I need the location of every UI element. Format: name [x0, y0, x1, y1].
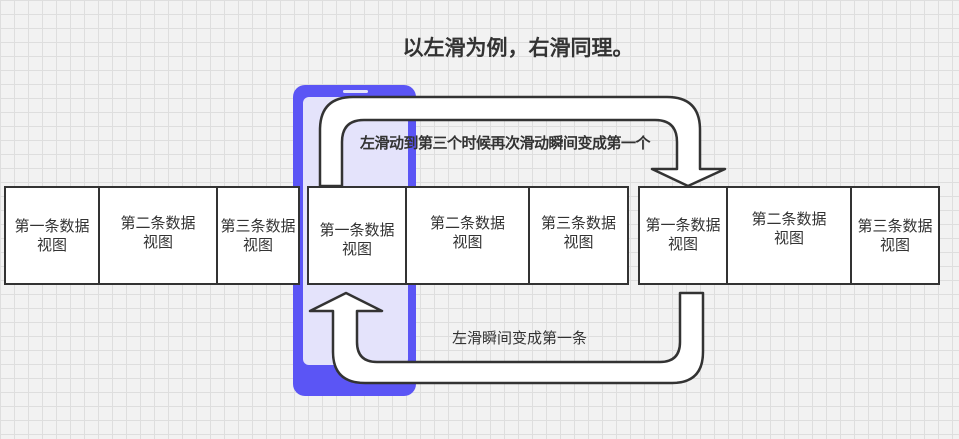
box-label: 第一条数据 视图: [645, 216, 721, 253]
diagram-title: 以左滑为例，右滑同理。: [402, 36, 634, 60]
box-label: 第二条数据 视图: [751, 210, 827, 247]
box-label: 第三条数据 视图: [540, 214, 616, 251]
data-view-box: 第三条数据 视图: [528, 186, 629, 285]
box-label: 第一条数据 视图: [14, 216, 90, 254]
data-view-box: 第一条数据 视图: [307, 186, 407, 285]
top-arrow-label: 左滑动到第三个时候再次滑动瞬间变成第一个: [360, 134, 651, 152]
data-view-box: 第二条数据 视图: [405, 186, 530, 285]
data-view-box: 第三条数据 视图: [216, 186, 300, 285]
data-view-box: 第二条数据 视图: [98, 186, 218, 285]
box-label: 第三条数据 视图: [220, 216, 296, 254]
loop-arrow-bottom: [308, 291, 705, 385]
box-label: 第一条数据 视图: [319, 220, 395, 258]
data-view-box: 第二条数据 视图: [726, 186, 852, 285]
data-view-box: 第一条数据 视图: [638, 186, 728, 285]
box-label: 第三条数据 视图: [857, 216, 933, 254]
phone-speaker: [343, 90, 368, 93]
loop-arrow-top: [318, 95, 727, 188]
data-view-box: 第一条数据 视图: [4, 186, 100, 285]
box-label: 第二条数据 视图: [429, 214, 505, 251]
data-view-box: 第三条数据 视图: [850, 186, 940, 285]
bottom-arrow-label: 左滑瞬间变成第一条: [452, 329, 588, 347]
box-label: 第二条数据 视图: [120, 214, 196, 251]
